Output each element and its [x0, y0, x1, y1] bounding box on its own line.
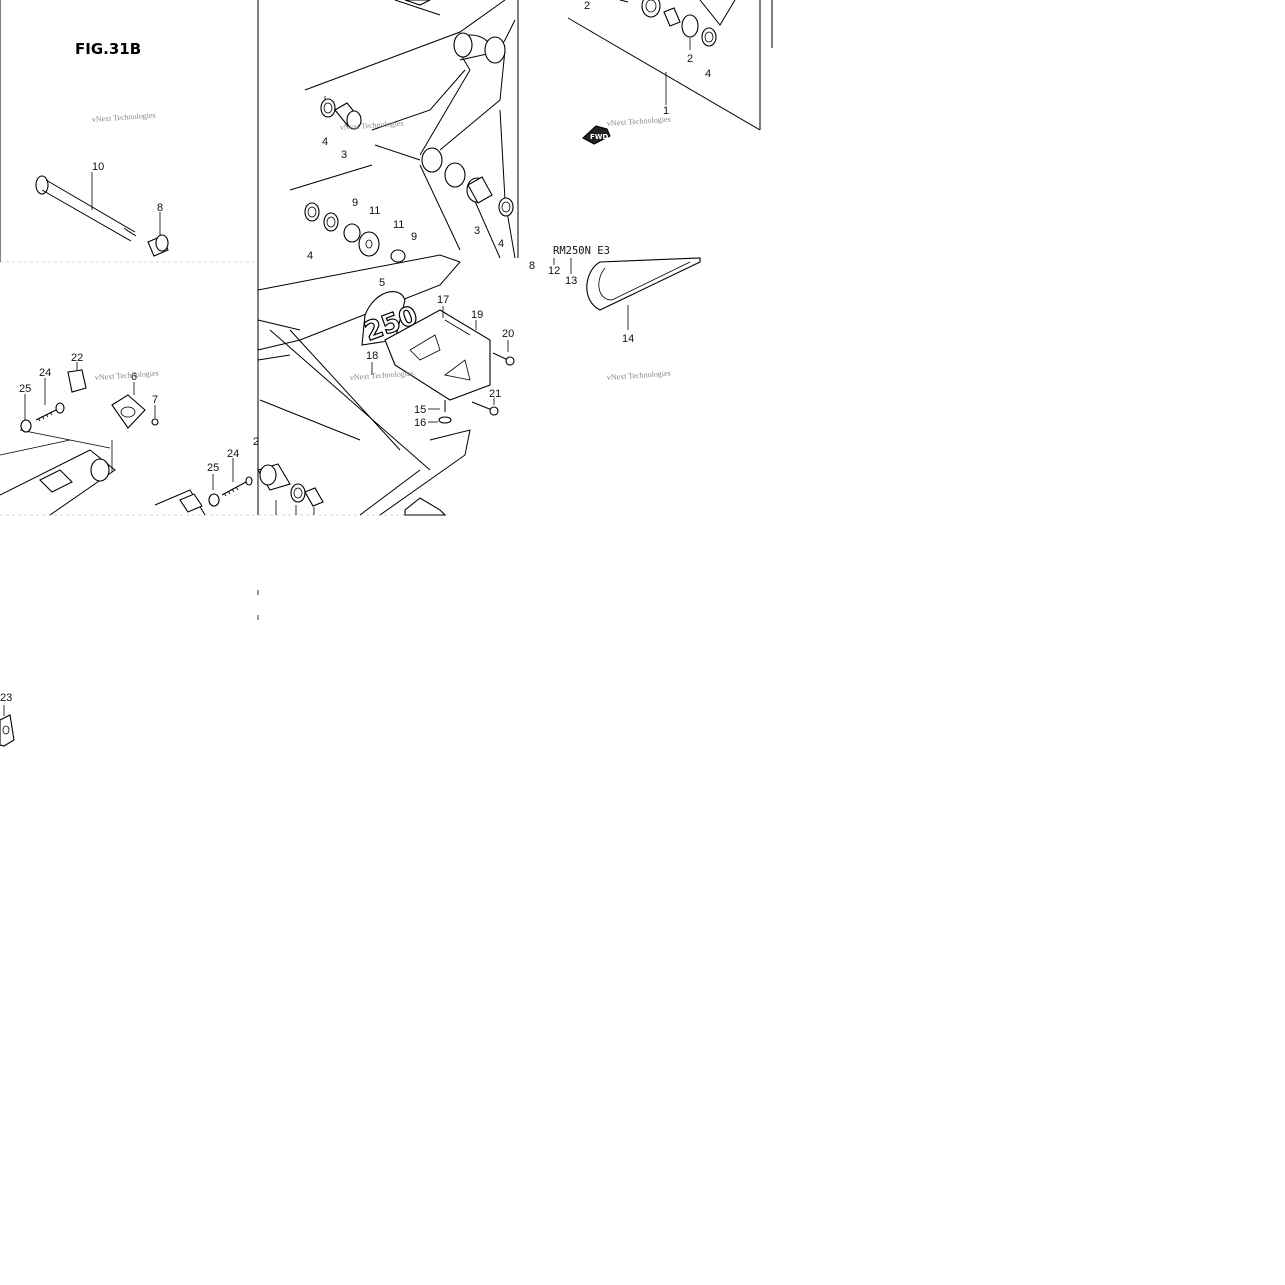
watermark: vNext Technologies — [92, 111, 156, 124]
callout-4: 4 — [322, 136, 328, 148]
callout-20: 20 — [502, 328, 514, 340]
swingarm-front — [289, 0, 516, 259]
callout-25: 25 — [19, 383, 31, 395]
watermarks: vNext Technologies vNext Technologies vN… — [92, 111, 671, 382]
callout-24: 24 — [39, 367, 51, 379]
callout-9: 9 — [352, 197, 358, 209]
chain-guide — [384, 306, 491, 401]
callout-19: 19 — [471, 309, 483, 321]
chain-slider — [553, 257, 701, 330]
callout-11: 11 — [393, 219, 404, 231]
callout-18: 18 — [366, 350, 378, 362]
watermark: vNext Technologies — [607, 369, 671, 382]
callout-3: 3 — [474, 225, 480, 237]
callout-13: 13 — [565, 275, 577, 287]
axle-adjuster-mid — [154, 458, 324, 516]
callout-14: 14 — [622, 333, 634, 345]
bearing-set-upper — [304, 96, 514, 263]
callout-5: 5 — [379, 277, 385, 289]
callout-6: 6 — [131, 371, 137, 383]
callout-8: 8 — [529, 260, 535, 272]
fwd-arrow: FWD — [582, 125, 611, 145]
figure-title: FIG.31B — [75, 40, 141, 58]
callout-16: 16 — [414, 417, 426, 429]
callout-2: 2 — [584, 0, 590, 12]
fwd-label: FWD — [590, 133, 609, 141]
pivot-shaft — [35, 172, 137, 242]
callout-12: 12 — [548, 265, 560, 277]
callout-1: 1 — [663, 105, 669, 117]
watermark: vNext Technologies — [340, 119, 404, 132]
callout-9: 9 — [411, 231, 417, 243]
callout-4: 4 — [498, 238, 504, 250]
model-note: RM250N E3 — [553, 245, 610, 257]
callout-23: 23 — [0, 692, 12, 704]
callout-4: 4 — [307, 250, 313, 262]
bracket-23 — [0, 705, 15, 747]
callout-7: 7 — [152, 394, 158, 406]
callout-2: 2 — [253, 436, 259, 448]
callout-numbers: 1 2 2 4 4 3 10 8 9 11 11 9 4 3 4 8 12 13… — [0, 0, 711, 704]
callout-3: 3 — [341, 149, 347, 161]
callout-11: 11 — [369, 205, 380, 217]
bearing-set-right — [619, 0, 736, 105]
watermark: vNext Technologies — [607, 115, 671, 128]
callout-21: 21 — [489, 388, 501, 400]
callout-22: 22 — [71, 352, 83, 364]
watermark: vNext Technologies — [350, 369, 414, 382]
callout-25: 25 — [207, 462, 219, 474]
callout-4: 4 — [705, 68, 711, 80]
callout-8: 8 — [157, 202, 163, 214]
bolt-set-guide — [371, 340, 515, 424]
callout-17: 17 — [437, 294, 449, 306]
watermark: vNext Technologies — [95, 369, 159, 382]
callout-2: 2 — [687, 53, 693, 65]
axle-adjuster-left — [0, 362, 159, 516]
callout-10: 10 — [92, 161, 104, 173]
panel-frames — [0, 0, 773, 620]
callout-24: 24 — [227, 448, 239, 460]
callout-15: 15 — [414, 404, 426, 416]
collar-part — [147, 212, 169, 257]
